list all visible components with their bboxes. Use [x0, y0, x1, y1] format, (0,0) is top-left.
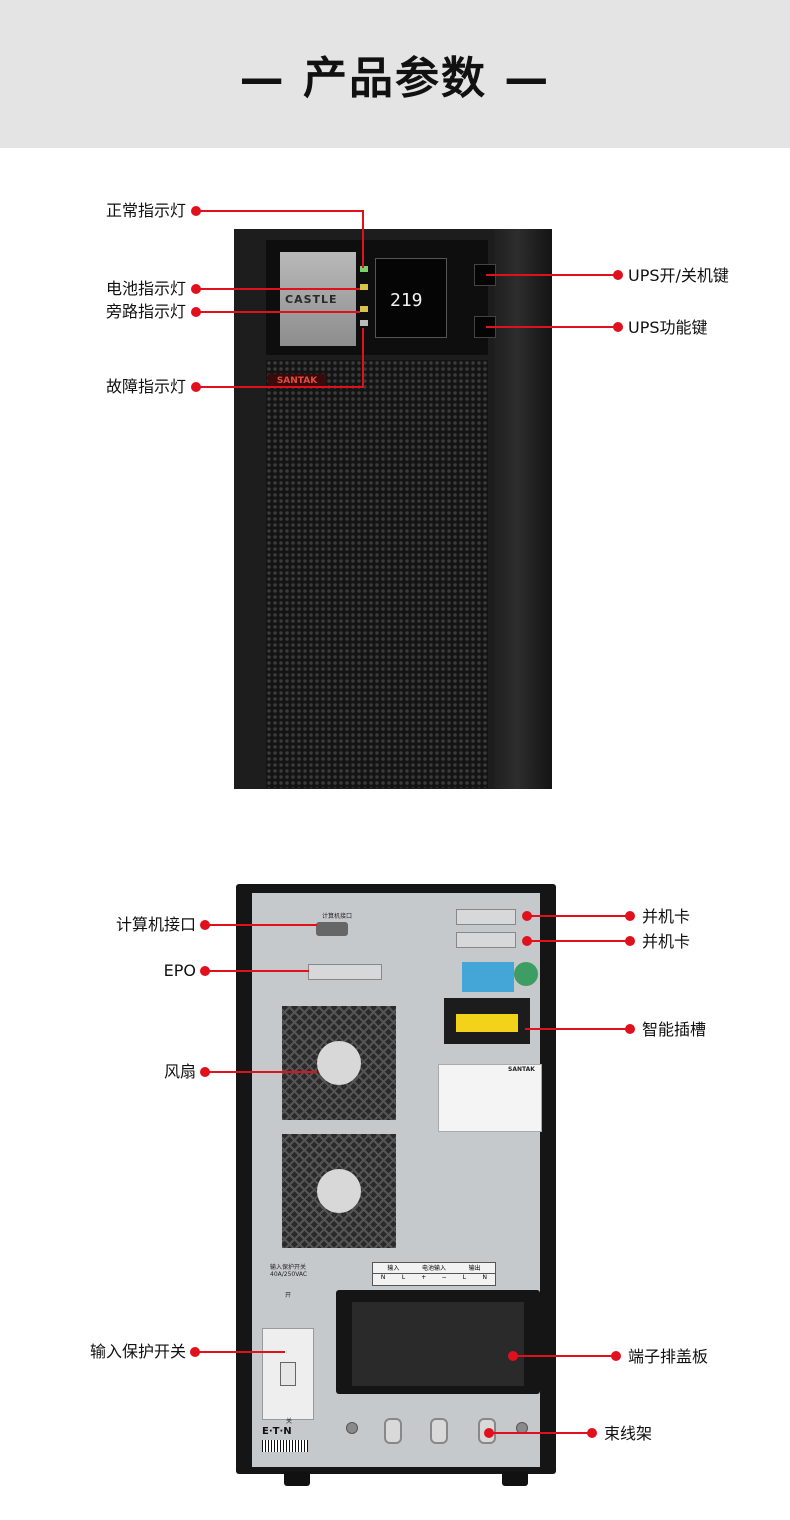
callout-fan: 风扇 — [163, 1062, 196, 1081]
terminal-cover-face — [352, 1302, 524, 1386]
callout-line — [196, 311, 360, 313]
cable-tie-mount — [430, 1418, 448, 1444]
terminal-header-input: 输入 — [387, 1265, 400, 1272]
callout-line — [486, 326, 614, 328]
terminal-cell: L — [462, 1274, 467, 1281]
fan-icon — [317, 1041, 361, 1085]
terminal-header-battery: 电池输入 — [422, 1265, 447, 1272]
callout-dot — [611, 1351, 621, 1361]
santak-logo: SANTAK — [268, 374, 326, 388]
breaker-toggle[interactable] — [280, 1362, 296, 1386]
breaker-rating: 40A/250VAC — [270, 1271, 308, 1278]
callout-line — [196, 288, 360, 290]
callout-line — [486, 274, 614, 276]
callout-cable-rack: 束线架 — [604, 1424, 653, 1443]
callout-dot — [587, 1428, 597, 1438]
lcd-display — [375, 258, 447, 338]
callout-line — [205, 924, 317, 926]
callout-smart-slot: 智能插槽 — [642, 1020, 707, 1039]
callout-input-breaker: 输入保护开关 — [89, 1342, 186, 1361]
callout-terminal-cover: 端子排盖板 — [628, 1347, 709, 1366]
epo-slot[interactable] — [308, 964, 382, 980]
lcd-voltage-value: 219 — [390, 290, 423, 311]
callout-parallel-card-2: 并机卡 — [642, 932, 691, 951]
port-label: 计算机接口 — [322, 913, 353, 920]
foot-left — [284, 1472, 310, 1486]
callout-line — [205, 970, 309, 972]
callout-line — [196, 210, 363, 212]
battery-indicator-light — [360, 284, 368, 290]
callout-power-key: UPS开/关机键 — [628, 266, 729, 285]
callout-computer-port: 计算机接口 — [115, 915, 196, 934]
page-title: — 产品参数 — — [239, 53, 551, 104]
callout-battery-indicator: 电池指示灯 — [105, 279, 186, 298]
callout-line — [362, 210, 364, 268]
callout-dot — [613, 270, 623, 280]
parallel-card-slot-2[interactable] — [456, 932, 516, 948]
normal-indicator-light — [360, 266, 368, 272]
callout-line — [527, 915, 627, 917]
callout-line — [527, 940, 627, 942]
terminal-cell: + — [421, 1274, 427, 1281]
callout-dot — [625, 1024, 635, 1034]
terminal-cell: − — [441, 1274, 447, 1281]
breaker-on-label: 开 — [285, 1292, 292, 1299]
callout-line — [525, 1028, 627, 1030]
breaker-off-label: 关 — [286, 1418, 293, 1425]
computer-port[interactable] — [316, 922, 348, 936]
ups-front-side — [494, 229, 552, 789]
callout-line — [196, 386, 363, 388]
foot-right — [502, 1472, 528, 1486]
fault-indicator-light — [360, 320, 368, 326]
brand-plate — [280, 252, 356, 346]
callout-line — [362, 328, 364, 388]
eaton-logo: E·T·N — [262, 1426, 292, 1437]
callout-normal-indicator: 正常指示灯 — [105, 201, 186, 220]
ground-screw-icon — [346, 1422, 358, 1434]
rating-label-logo: SANTAK — [508, 1066, 535, 1073]
terminal-cell: N — [380, 1274, 386, 1281]
breaker-label: 输入保护开关 — [270, 1264, 307, 1271]
brand-plate-text: CASTLE — [285, 293, 338, 306]
callout-line — [205, 1071, 317, 1073]
callout-dot — [625, 911, 635, 921]
callout-dot — [613, 322, 623, 332]
rating-label — [438, 1064, 542, 1132]
callout-function-key: UPS功能键 — [628, 318, 708, 337]
callout-dot — [625, 936, 635, 946]
cable-tie-mount — [384, 1418, 402, 1444]
header-banner: — 产品参数 — — [0, 0, 790, 148]
terminal-cell: L — [401, 1274, 406, 1281]
front-vent-mesh — [266, 360, 488, 788]
terminal-cell: N — [482, 1274, 488, 1281]
callout-bypass-indicator: 旁路指示灯 — [105, 302, 186, 321]
bypass-indicator-light — [360, 306, 368, 312]
blue-sticker — [462, 962, 514, 992]
terminal-label-table: 输入 电池输入 输出 N L + − L N — [372, 1262, 496, 1286]
qc-seal — [514, 962, 538, 986]
callout-line — [489, 1432, 589, 1434]
terminal-header-output: 输出 — [468, 1265, 481, 1272]
warning-icon — [456, 1014, 518, 1032]
parallel-card-slot-1[interactable] — [456, 909, 516, 925]
callout-epo: EPO — [163, 961, 196, 980]
serial-barcode — [262, 1440, 308, 1452]
callout-parallel-card-1: 并机卡 — [642, 907, 691, 926]
fan-icon — [317, 1169, 361, 1213]
callout-line — [513, 1355, 613, 1357]
callout-fault-indicator: 故障指示灯 — [105, 377, 186, 396]
callout-line — [195, 1351, 285, 1353]
